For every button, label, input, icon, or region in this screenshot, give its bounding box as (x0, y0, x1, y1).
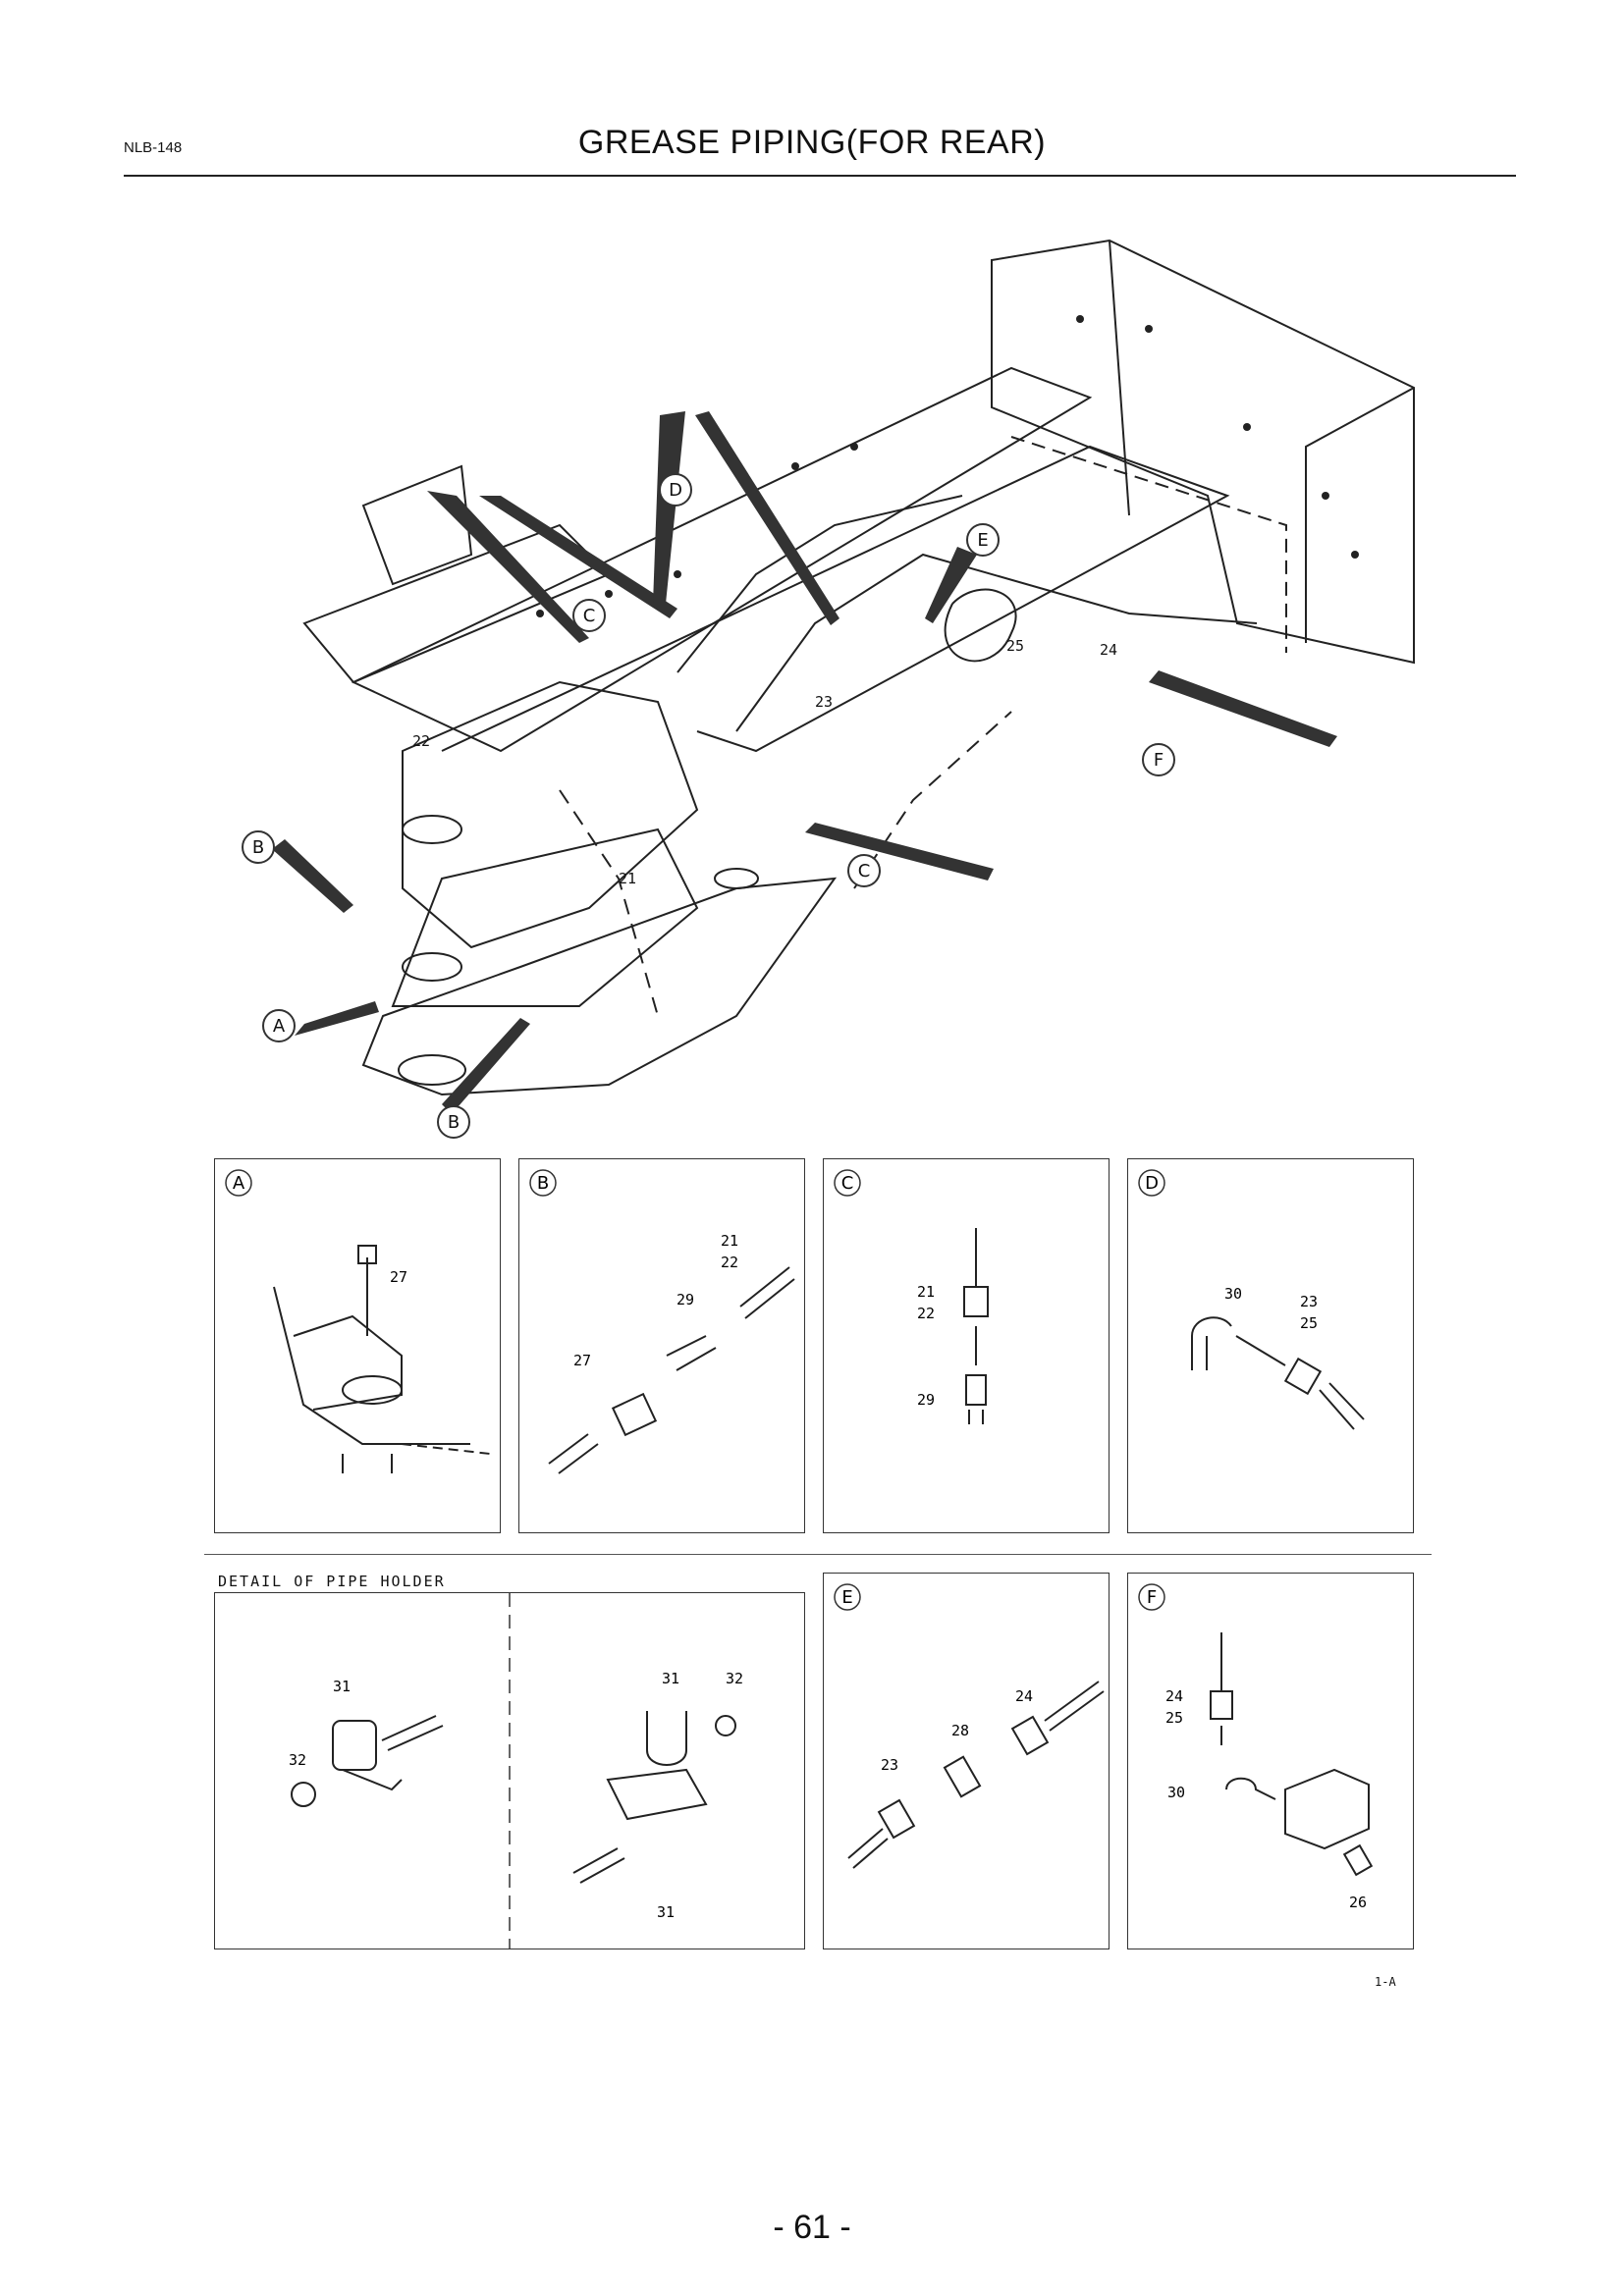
panel-b-part-22: 22 (721, 1254, 738, 1271)
detail-panel-d: D 30 23 25 (1127, 1158, 1414, 1533)
callout-E-label: E (977, 530, 988, 551)
panel-d-part-23: 23 (1300, 1293, 1318, 1310)
callout-A (262, 1009, 296, 1042)
holder-right-part-31-bottom: 31 (657, 1903, 675, 1921)
callout-B-bottom-label: B (448, 1112, 460, 1133)
page-number: - 61 - (773, 2209, 851, 2246)
panel-b-part-29: 29 (677, 1291, 694, 1308)
callout-B-left-label: B (252, 837, 264, 858)
holder-right-part-32: 32 (726, 1670, 743, 1687)
callout-C-top-label: C (583, 606, 596, 626)
panel-b-part-21: 21 (721, 1232, 738, 1250)
callout-E (966, 523, 1000, 557)
panel-e-label: E (841, 1587, 852, 1608)
main-frame-drawing: C D E F C B A B 22 23 25 24 21 (242, 239, 1415, 1139)
page-code: NLB-148 (124, 139, 183, 156)
callout-B-left (242, 830, 275, 864)
panel-f-label: F (1147, 1587, 1157, 1608)
part-24: 24 (1100, 641, 1117, 659)
holder-left-part-31: 31 (333, 1678, 351, 1695)
callout-F (1142, 743, 1175, 776)
panel-c-part-21: 21 (917, 1283, 935, 1301)
detail-panel-e: E 24 28 23 (823, 1573, 1110, 1949)
part-23: 23 (815, 693, 833, 711)
figure-code: 1-A (1375, 1975, 1396, 1989)
part-25: 25 (1006, 637, 1024, 655)
panel-d-label: D (1145, 1173, 1159, 1194)
callout-D (659, 473, 692, 507)
panel-d-part-25: 25 (1300, 1314, 1318, 1332)
pipe-holder-title: DETAIL OF PIPE HOLDER (218, 1573, 446, 1590)
title-divider (124, 175, 1516, 177)
holder-left-part-32: 32 (289, 1751, 306, 1769)
page-title: GREASE PIPING(FOR REAR) (577, 124, 1047, 161)
callout-D-label: D (669, 480, 682, 501)
detail-panel-f: F 24 25 30 26 (1127, 1573, 1414, 1949)
part-21: 21 (619, 870, 636, 887)
callout-C-right (847, 854, 881, 887)
panel-e-part-24: 24 (1015, 1687, 1033, 1705)
panel-c-label: C (841, 1173, 854, 1194)
detail-panel-b: B 21 22 29 27 (518, 1158, 805, 1533)
part-22: 22 (412, 732, 430, 750)
pipe-holder-panel: 31 32 31 32 31 (214, 1592, 805, 1949)
panel-f-part-30: 30 (1167, 1784, 1185, 1801)
panel-d-part-30: 30 (1224, 1285, 1242, 1303)
panel-b-part-27: 27 (573, 1352, 591, 1369)
panel-c-part-29: 29 (917, 1391, 935, 1409)
panel-e-part-28: 28 (951, 1722, 969, 1739)
panel-a-part-27: 27 (390, 1268, 407, 1286)
callout-B-bottom (437, 1105, 470, 1139)
panel-c-part-22: 22 (917, 1305, 935, 1322)
panel-f-part-24: 24 (1165, 1687, 1183, 1705)
panel-f-part-26: 26 (1349, 1894, 1367, 1911)
panel-e-part-23: 23 (881, 1756, 898, 1774)
holder-right-part-31-top: 31 (662, 1670, 679, 1687)
section-divider (204, 1554, 1432, 1555)
detail-panel-c: C 21 22 29 (823, 1158, 1110, 1533)
callout-C-right-label: C (858, 861, 871, 881)
callout-C-top (572, 599, 606, 632)
detail-panel-a: A 27 (214, 1158, 501, 1533)
panel-a-label: A (233, 1173, 245, 1194)
callout-A-label: A (273, 1016, 286, 1037)
panel-b-label: B (537, 1173, 549, 1194)
panel-f-part-25: 25 (1165, 1709, 1183, 1727)
callout-F-label: F (1154, 750, 1164, 771)
